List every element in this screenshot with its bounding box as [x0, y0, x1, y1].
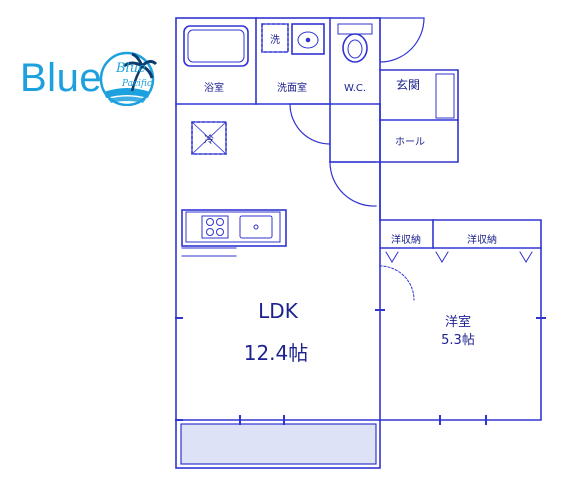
ldk-door-swing — [329, 161, 377, 207]
toilet-seat — [347, 39, 363, 59]
ldk-size-label: 12.4帖 — [244, 341, 309, 365]
washer-label: 洗 — [270, 34, 280, 46]
fridge-label: 冷 — [204, 133, 214, 146]
fridge-box — [191, 121, 227, 155]
burner — [216, 228, 224, 236]
basin-bowl — [297, 31, 319, 49]
svg-text:Pacific: Pacific — [121, 79, 152, 89]
entrance-outline — [379, 69, 459, 163]
burner — [216, 218, 224, 226]
shoe-cabinet — [435, 73, 455, 119]
western-room-size-label: 5.3帖 — [441, 333, 475, 348]
brand-badge-icon: Blue Pacific — [99, 51, 158, 106]
balcony — [180, 423, 377, 465]
western-room-outline — [379, 219, 542, 421]
washroom-door-swing — [289, 103, 331, 145]
closet-1-label: 洋収納 — [391, 233, 421, 246]
burner — [206, 218, 214, 226]
toilet-bowl — [342, 33, 368, 63]
western-door-swing — [379, 265, 415, 301]
basin-drain — [305, 37, 311, 43]
sink — [239, 215, 273, 239]
burner — [206, 228, 214, 236]
main-block-outline — [175, 17, 381, 469]
drain — [253, 224, 259, 230]
closet-mark — [435, 251, 449, 263]
washer-pan — [261, 23, 289, 53]
wash-basin — [291, 23, 325, 55]
front-door-swing — [379, 17, 425, 63]
bathtub-inner — [187, 29, 245, 63]
western-room-name-label: 洋室 — [445, 314, 471, 330]
kitchen-counter-inner — [185, 211, 281, 243]
toilet-label: W.C. — [344, 83, 366, 94]
fridge-cross — [191, 121, 227, 155]
kitchen-counter — [181, 209, 287, 247]
washroom-label: 洗面室 — [277, 81, 307, 94]
toilet-tank — [337, 23, 373, 35]
svg-text:Blue: Blue — [115, 61, 146, 76]
bathtub — [183, 25, 249, 67]
hall-label: ホール — [395, 136, 425, 148]
bath-label: 浴室 — [204, 81, 224, 94]
closet-mark — [519, 251, 533, 263]
closet-2-label: 洋収納 — [467, 233, 497, 246]
brand-name: Blue — [20, 56, 103, 100]
entrance-label: 玄関 — [396, 77, 420, 92]
ldk-name-label: LDK — [258, 299, 299, 323]
closet-mark — [385, 251, 399, 263]
brand-logo: Blue Blue Pacific — [10, 48, 170, 118]
stove — [201, 215, 229, 239]
